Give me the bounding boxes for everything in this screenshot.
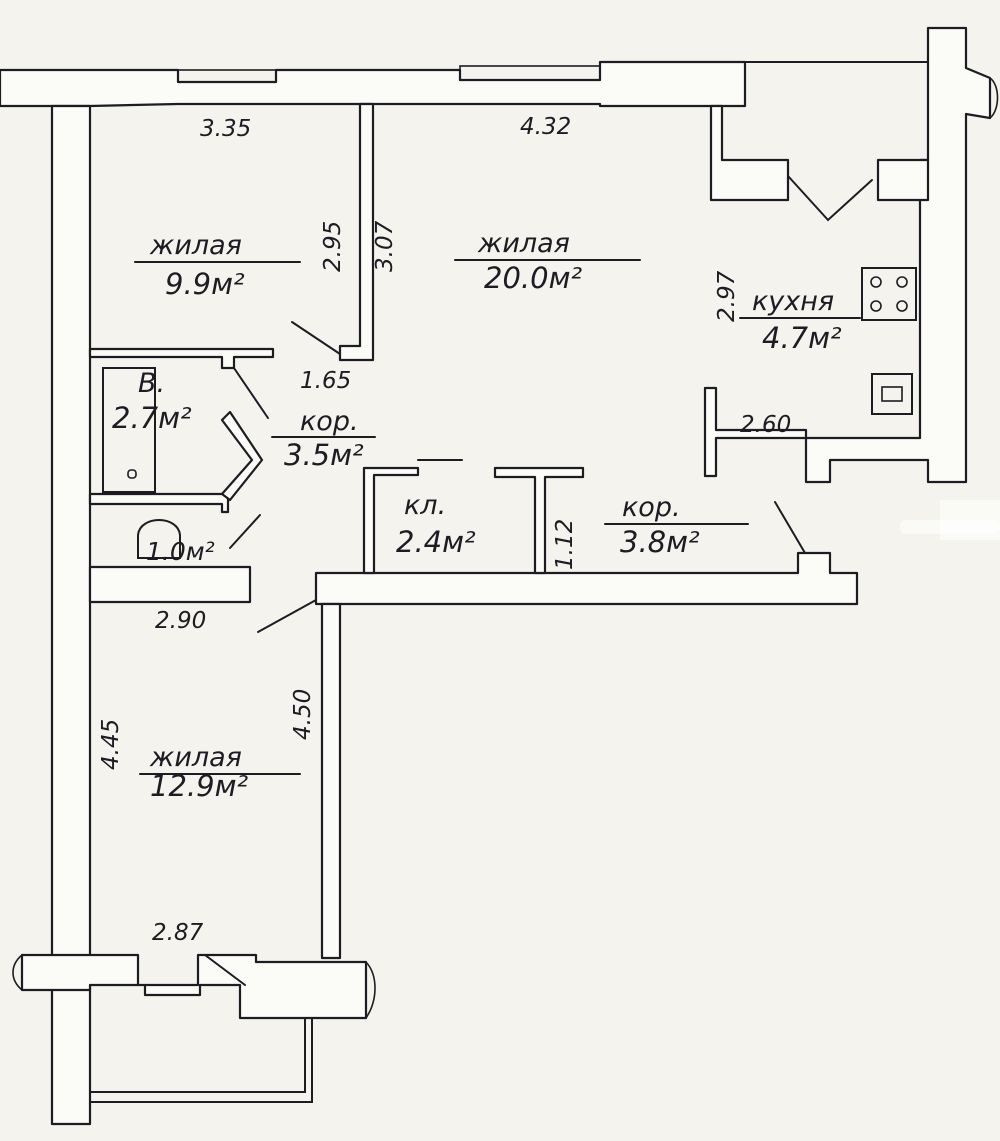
dim-label: 2.97 bbox=[714, 270, 740, 322]
dim-label: 4.45 bbox=[98, 719, 124, 770]
door-swing-entrance bbox=[774, 501, 806, 554]
room-name-living-small: жилая bbox=[149, 230, 242, 261]
main-horizontal-wall bbox=[314, 551, 859, 606]
fixtures bbox=[102, 267, 917, 559]
burner-icon bbox=[870, 300, 882, 312]
top-exterior-wall bbox=[0, 60, 747, 108]
balcony-outline bbox=[89, 1017, 313, 1103]
burner-icon bbox=[896, 300, 908, 312]
walls bbox=[0, 26, 999, 1126]
bottom-wall-break-left bbox=[12, 954, 23, 991]
door-bath bbox=[220, 410, 264, 502]
room-name-bath: В. bbox=[138, 368, 165, 399]
dim-label: 2.60 bbox=[740, 412, 791, 438]
room-area-wc: 1.0м² bbox=[146, 537, 215, 566]
kitchen-partition bbox=[709, 104, 790, 202]
right-wall-break bbox=[989, 77, 999, 119]
closet-right-wall bbox=[493, 466, 585, 575]
door-swing-living-small bbox=[291, 321, 341, 355]
room-labels: жилая 9.9м² жилая 20.0м² кухня 4.7м² В. … bbox=[112, 228, 861, 803]
kitchen-t-wall bbox=[703, 386, 808, 478]
stove bbox=[861, 267, 917, 321]
partition-living-rooms bbox=[338, 102, 375, 362]
door-swing-kitchen bbox=[787, 175, 873, 222]
burner-icon bbox=[870, 276, 882, 288]
wc-bottom-wall bbox=[88, 565, 252, 604]
bottom-wall-break-right bbox=[365, 961, 376, 1019]
paper-glare bbox=[900, 500, 1000, 540]
window-top-left bbox=[177, 69, 277, 83]
room-area-bath: 2.7м² bbox=[112, 401, 192, 435]
room-name-living-large: жилая bbox=[477, 228, 570, 259]
burner-icon bbox=[896, 276, 908, 288]
room-area-living-large: 20.0м² bbox=[484, 261, 582, 295]
room-area-corridor-2: 3.8м² bbox=[620, 525, 700, 559]
room-area-corridor-1: 3.5м² bbox=[284, 438, 364, 472]
room-area-living-bottom: 12.9м² bbox=[150, 769, 248, 803]
room-name-corridor-1: кор. bbox=[300, 406, 359, 437]
window-top-middle bbox=[459, 65, 601, 81]
bath-drain bbox=[127, 469, 137, 479]
door-swing-corridor bbox=[233, 367, 269, 419]
dim-label: 4.32 bbox=[520, 114, 571, 140]
kitchen-sink bbox=[871, 373, 913, 415]
room-name-living-bottom: жилая bbox=[149, 742, 242, 773]
room-name-closet: кл. bbox=[404, 490, 446, 521]
room-area-kitchen: 4.7м² bbox=[762, 321, 842, 355]
dim-label: 1.65 bbox=[300, 368, 351, 394]
door-swing-balcony bbox=[204, 954, 246, 986]
kitchen-sink-basin bbox=[881, 386, 903, 402]
doors bbox=[204, 175, 873, 986]
bottom-room-right-wall bbox=[320, 602, 342, 960]
dim-label: 1.12 bbox=[552, 519, 578, 570]
bathtub bbox=[102, 367, 156, 493]
door-swing-bottom-room bbox=[257, 599, 317, 633]
dim-label: 3.35 bbox=[200, 116, 251, 142]
kitchen-partition-right bbox=[876, 158, 930, 202]
dim-label: 2.90 bbox=[155, 608, 206, 634]
dim-label: 3.07 bbox=[372, 220, 398, 272]
bath-top-wall bbox=[88, 347, 275, 370]
left-exterior-wall bbox=[50, 104, 92, 1126]
bottom-exterior-wall bbox=[20, 953, 368, 1020]
dim-label: 2.87 bbox=[152, 920, 204, 946]
dim-label: 4.50 bbox=[290, 689, 316, 740]
door-swing-wc bbox=[229, 514, 261, 549]
toilet bbox=[137, 519, 181, 559]
room-name-corridor-2: кор. bbox=[622, 492, 681, 523]
room-name-kitchen: кухня bbox=[752, 286, 834, 317]
right-exterior-wall bbox=[804, 26, 992, 484]
room-area-living-small: 9.9м² bbox=[165, 267, 245, 301]
dim-label: 2.95 bbox=[320, 221, 346, 272]
room-area-closet: 2.4м² bbox=[396, 525, 476, 559]
bath-wc-divider bbox=[88, 492, 230, 514]
dimensions: 3.35 4.32 2.95 3.07 2.97 1.65 2.60 1.12 … bbox=[98, 114, 791, 946]
closet-left-wall bbox=[362, 466, 420, 575]
